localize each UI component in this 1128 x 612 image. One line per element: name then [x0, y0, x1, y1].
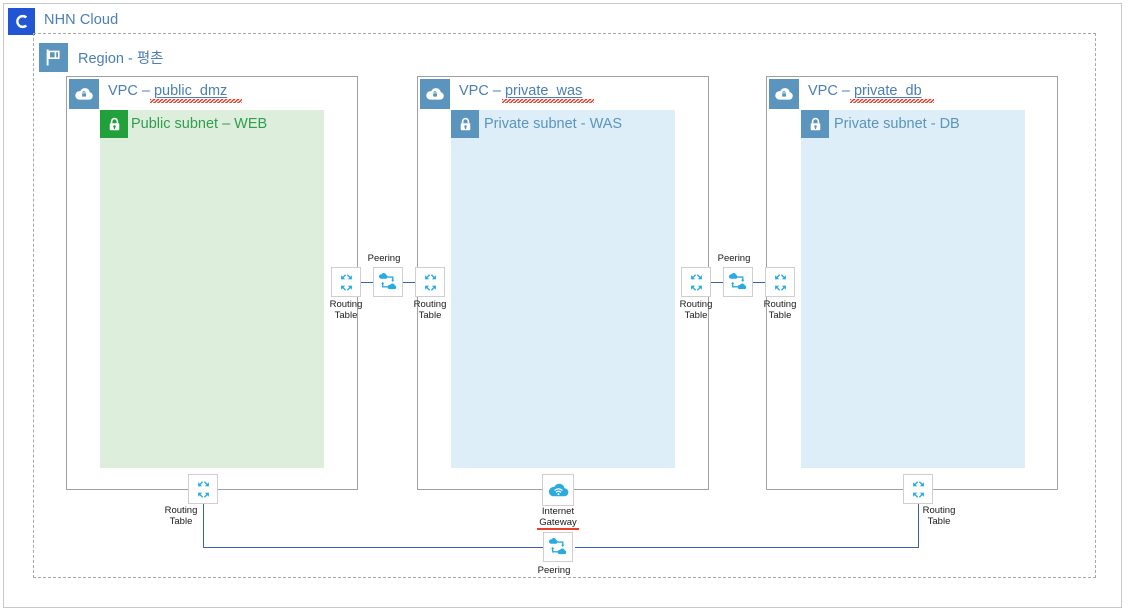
- caption-line-2: Table: [927, 516, 951, 527]
- cloud-title: NHN Cloud: [44, 12, 119, 28]
- caption-line-1: Routing: [679, 299, 713, 310]
- spellcheck-underline: [502, 99, 594, 103]
- routing-table-caption: Routing Table: [405, 299, 455, 321]
- caption-line-2: Table: [418, 310, 442, 321]
- caption-line-2: Table: [768, 310, 792, 321]
- routing-table-caption: Routing Table: [155, 505, 207, 527]
- vpc-label-private-db: VPC – private_db: [808, 83, 922, 99]
- peering-icon[interactable]: [373, 267, 403, 297]
- vpc-label-public-dmz: VPC – public_dmz: [108, 83, 227, 99]
- routing-table-icon[interactable]: [415, 267, 445, 297]
- routing-table-icon[interactable]: [903, 474, 933, 504]
- lock-icon: [100, 110, 128, 138]
- peering-icon[interactable]: [543, 532, 573, 562]
- vpc-name: private_was: [504, 83, 583, 99]
- caption-line-2: Table: [169, 516, 193, 527]
- internet-gateway-caption: Internet Gateway: [532, 506, 584, 528]
- nhn-c-logo-icon: [8, 8, 35, 35]
- connector-peering-to-rt: [752, 282, 770, 284]
- spellcheck-underline: [537, 528, 579, 531]
- connector-left-down: [203, 489, 205, 548]
- connector-rt-to-peering: [360, 282, 378, 284]
- vpc-name: private_db: [853, 83, 922, 99]
- peering-caption: Peering: [367, 253, 401, 264]
- subnet-label-private-db: Private subnet - DB: [834, 116, 960, 132]
- cloud-lock-icon: [69, 79, 99, 109]
- lock-icon: [801, 110, 829, 138]
- caption-line-2: Table: [334, 310, 358, 321]
- routing-table-caption: Routing Table: [913, 505, 965, 527]
- lock-icon: [451, 110, 479, 138]
- caption-line-1: Routing: [329, 299, 363, 310]
- peering-caption: Peering: [537, 565, 571, 576]
- subnet-public-web: [100, 110, 324, 468]
- subnet-private-was: [451, 110, 675, 468]
- subnet-private-db: [801, 110, 1025, 468]
- internet-gateway-icon[interactable]: [542, 474, 574, 506]
- caption-line-1: Routing: [922, 505, 956, 516]
- peering-icon[interactable]: [723, 267, 753, 297]
- routing-table-icon[interactable]: [331, 267, 361, 297]
- region-title: Region - 평촌: [78, 51, 164, 67]
- routing-table-icon[interactable]: [681, 267, 711, 297]
- vpc-name: public_dmz: [153, 83, 228, 99]
- connector-right-down: [918, 489, 920, 548]
- caption-line-1: Internet: [541, 506, 575, 517]
- page-frame: [3, 3, 1122, 608]
- cloud-lock-icon: [420, 79, 450, 109]
- routing-table-caption: Routing Table: [755, 299, 805, 321]
- connector-rt-to-peering: [710, 282, 728, 284]
- subnet-label-private-was: Private subnet - WAS: [484, 116, 623, 132]
- connector-peering-to-rt: [402, 282, 420, 284]
- routing-table-icon[interactable]: [188, 474, 218, 504]
- routing-table-caption: Routing Table: [321, 299, 371, 321]
- vpc-label-prefix: VPC –: [459, 83, 505, 99]
- vpc-label-prefix: VPC –: [808, 83, 854, 99]
- vpc-label-private-was: VPC – private_was: [459, 83, 582, 99]
- caption-line-1: Routing: [413, 299, 447, 310]
- caption-line-1: Routing: [164, 505, 198, 516]
- caption-line-1: Routing: [763, 299, 797, 310]
- spellcheck-underline: [150, 99, 242, 103]
- vpc-label-prefix: VPC –: [108, 83, 154, 99]
- flag-icon: [39, 43, 68, 72]
- caption-line-2: Table: [684, 310, 708, 321]
- connector-bottom-right-segment: [575, 547, 919, 549]
- region-boundary: [33, 33, 1096, 578]
- peering-caption: Peering: [717, 253, 751, 264]
- cloud-lock-icon: [769, 79, 799, 109]
- spellcheck-underline: [850, 99, 934, 103]
- subnet-label-public-web: Public subnet – WEB: [131, 116, 268, 132]
- caption-line-2: Gateway: [539, 517, 577, 528]
- routing-table-icon[interactable]: [765, 267, 795, 297]
- connector-bottom-left-segment: [203, 547, 555, 549]
- routing-table-caption: Routing Table: [671, 299, 721, 321]
